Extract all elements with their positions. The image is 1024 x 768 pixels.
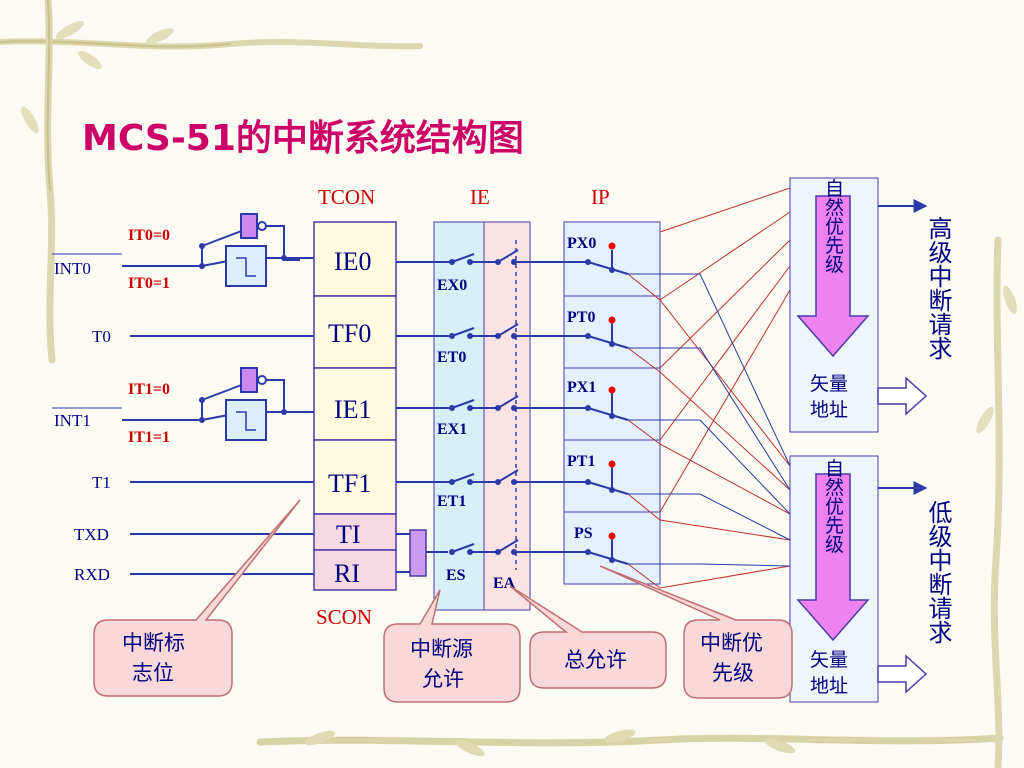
ip-label: IP	[591, 185, 610, 209]
tcon-flag-boxes	[313, 221, 397, 591]
callout-flag-bits: 中断标 志位	[93, 499, 301, 697]
svg-text:先级: 先级	[712, 661, 754, 685]
tcon-label: TCON	[318, 185, 375, 209]
mode-it0-0: IT0=0	[128, 227, 170, 244]
enable-ex0: EX0	[437, 277, 467, 294]
serial-or-gate	[409, 529, 427, 577]
svg-text:总允许: 总允许	[564, 648, 627, 672]
ie-label: IE	[470, 185, 490, 209]
enable-et0: ET0	[437, 349, 466, 366]
enable-et1: ET1	[437, 493, 466, 510]
callout-global-enable: 总允许	[509, 585, 667, 689]
svg-text:志位: 志位	[132, 661, 174, 685]
enable-es: ES	[446, 567, 466, 584]
mode-it0-1: IT0=1	[128, 275, 170, 292]
high-request-label: 高级中断请求	[924, 216, 952, 360]
priority-pt0: PT0	[567, 309, 595, 326]
input-t1: T1	[92, 473, 111, 492]
input-txd: TXD	[74, 525, 109, 544]
high-vector-label-2: 地址	[810, 399, 848, 421]
low-vector-arrow	[877, 654, 928, 694]
svg-text:中断优: 中断优	[700, 631, 763, 655]
trigger-selector-int0	[201, 213, 300, 287]
flag-ti: TI	[336, 520, 361, 549]
svg-text:允许: 允许	[422, 667, 464, 691]
high-priority-arrow-text: 自然优先级	[822, 178, 844, 273]
scon-label: SCON	[316, 605, 372, 629]
high-vector-arrow	[877, 376, 928, 416]
priority-px1: PX1	[567, 379, 596, 396]
input-int0: INT0	[54, 259, 91, 278]
low-vector-label-2: 地址	[810, 675, 848, 697]
high-priority-arrow	[796, 195, 870, 358]
priority-pt1: PT1	[567, 453, 595, 470]
input-t0: T0	[92, 327, 111, 346]
page-title: MCS-51的中断系统结构图	[82, 118, 524, 159]
flag-ie1: IE1	[334, 395, 372, 424]
priority-routing	[627, 187, 791, 589]
priority-red-dots	[608, 242, 616, 540]
ie-register-column	[433, 221, 485, 611]
low-vector-label-1: 矢量	[810, 649, 848, 671]
input-int1: INT1	[54, 411, 91, 430]
low-request-label: 低级中断请求	[924, 500, 952, 644]
trigger-selector-int1	[201, 367, 300, 441]
enable-ex1: EX1	[437, 421, 467, 438]
priority-px0: PX0	[567, 235, 596, 252]
flag-tf0: TF0	[328, 319, 371, 348]
flag-tf1: TF1	[328, 469, 371, 498]
input-rxd: RXD	[74, 565, 110, 584]
low-priority-arrow-text: 自然优先级	[822, 458, 844, 553]
low-priority-arrow	[796, 473, 870, 642]
input-lines	[52, 253, 314, 575]
enable-ea: EA	[493, 575, 516, 592]
svg-text:中断源: 中断源	[410, 637, 473, 661]
enable-wiring	[396, 240, 588, 570]
priority-ps: PS	[574, 525, 593, 542]
mode-it1-0: IT1=0	[128, 381, 170, 398]
callout-source-enable: 中断源 允许	[383, 589, 521, 703]
flag-ri: RI	[334, 559, 360, 588]
ea-column	[483, 221, 531, 611]
flag-ie0: IE0	[334, 247, 372, 276]
svg-text:中断标: 中断标	[122, 631, 185, 655]
mode-it1-1: IT1=1	[128, 429, 170, 446]
high-vector-label-1: 矢量	[810, 373, 848, 395]
callout-priority: 中断优 先级	[599, 565, 793, 699]
